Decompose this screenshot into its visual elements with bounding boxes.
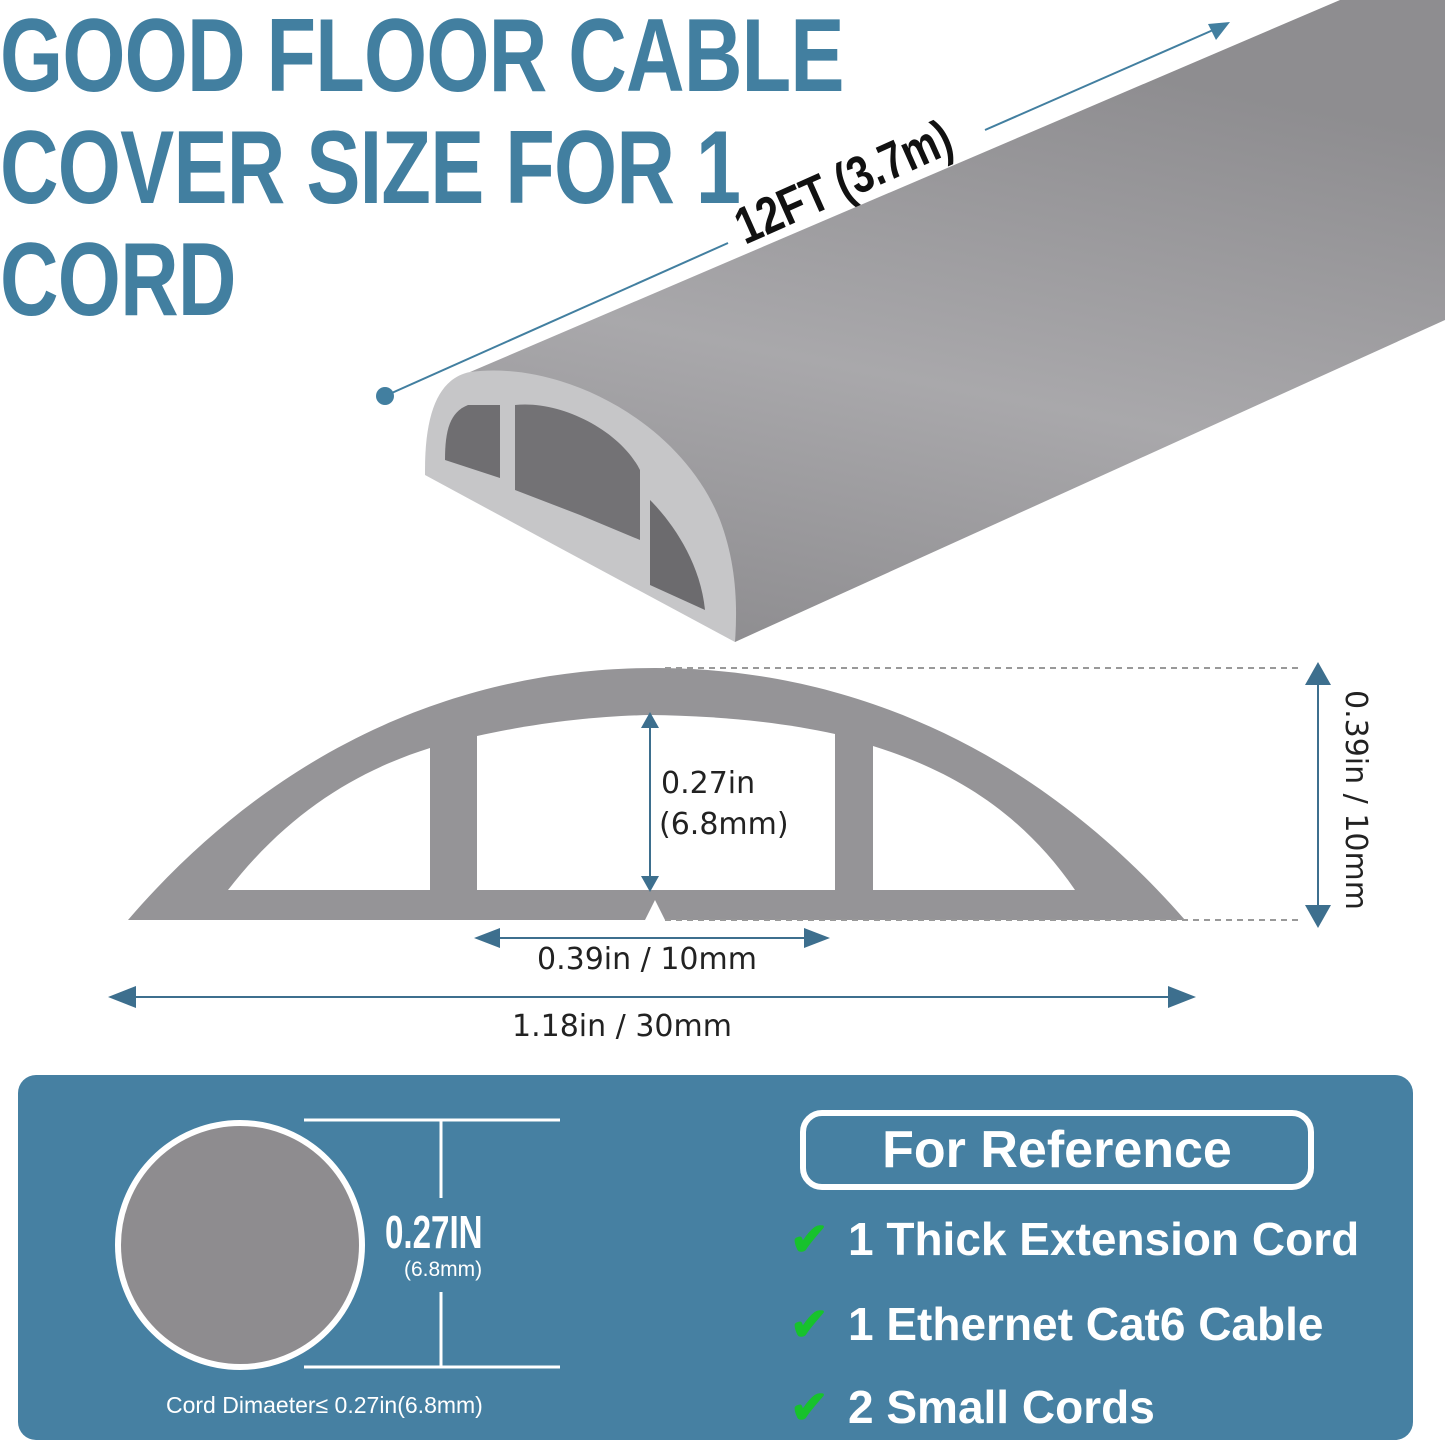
cord-note: Cord Dimaeter≤ 0.27in(6.8mm) [166,1392,483,1418]
headline-line-3: CORD [0,222,237,338]
check-icon: ✔ [790,1213,829,1265]
reference-heading: For Reference [882,1121,1232,1179]
reference-item: ✔ 1 Ethernet Cat6 Cable [790,1297,1323,1351]
reference-item: ✔ 1 Thick Extension Cord [790,1212,1359,1266]
cord-diameter-mm-label: (6.8mm) [404,1258,483,1281]
headline-line-1: GOOD FLOOR CABLE [0,0,845,114]
length-dimension-line [376,22,1230,405]
channel-height-label: 0.27in [661,766,755,801]
check-icon: ✔ [790,1298,829,1350]
channel-width-label: 0.39in / 10mm [537,942,757,977]
reference-item-label: 2 Small Cords [848,1381,1155,1433]
headline: GOOD FLOOR CABLE COVER SIZE FOR 1 CORD [0,0,845,338]
reference-heading-box: For Reference [800,1110,1314,1190]
total-width-label: 1.18in / 30mm [512,1009,732,1044]
product-diagram: 12FT (3.7m) 0.27in (6.8mm) 0.39in / 10mm… [108,0,1445,1044]
check-icon: ✔ [790,1381,829,1433]
headline-line-2: COVER SIZE FOR 1 [0,110,741,226]
reference-item: ✔ 2 Small Cords [790,1380,1155,1434]
channel-height-mm-label: (6.8mm) [659,807,789,842]
total-height-label: 0.39in / 10mm [1338,690,1373,910]
dimension-lines [108,662,1331,1008]
cord-diameter-label: 0.27IN [385,1206,483,1258]
cable-cover-3d [425,0,1445,642]
cross-section [128,668,1185,920]
reference-item-label: 1 Ethernet Cat6 Cable [848,1298,1324,1350]
reference-item-label: 1 Thick Extension Cord [848,1213,1360,1265]
